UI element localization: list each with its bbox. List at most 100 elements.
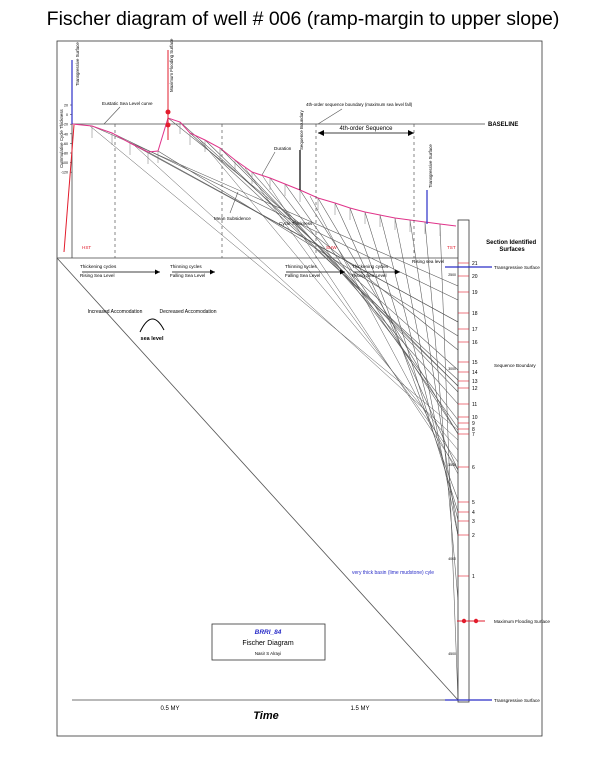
cycle-thickness-label: Cycle Thickness: [279, 221, 313, 226]
sequence-boundary-label: Sequence Boundary: [299, 109, 304, 150]
depth-label: 4500: [448, 652, 456, 656]
subsidence-line: [189, 132, 459, 381]
subsidence-line: [299, 189, 459, 435]
eustatic-curve-label: Eustatic Sea Level curve: [102, 101, 153, 106]
transgressive-red-line: [63, 124, 75, 253]
trend-arrow-head: [210, 269, 215, 275]
mfs-marker: [165, 122, 171, 128]
trend-cycles-4: Thickening cycles: [352, 264, 389, 269]
strat-column: [457, 219, 470, 703]
subsidence-line: [199, 139, 459, 451]
basin-note: very thick basin (lime mudstone) cyle: [352, 570, 434, 576]
y-tick-label: -20: [63, 123, 68, 127]
subsidence-line: [364, 211, 459, 513]
mean-subsidence-label: Mean Subsidence: [214, 216, 251, 221]
cycle-number: 1: [472, 574, 475, 580]
shw-label: SHW: [326, 245, 337, 250]
subsidence-line: [157, 150, 459, 337]
legend-increased: Increased Accomodation: [88, 309, 143, 315]
diagram-frame: [56, 40, 543, 737]
subsidence-line: [179, 121, 459, 371]
cycle-number: 6: [472, 465, 475, 471]
leader-4th: [317, 108, 343, 125]
sea-level-arc: [139, 318, 165, 333]
subsidence-line: [439, 223, 459, 701]
depth-label: 3000: [448, 367, 456, 371]
depth-label: 2500: [448, 273, 456, 277]
cycle-number: 11: [472, 402, 477, 408]
trend-sea-5: Rising sea level: [412, 259, 444, 264]
tst-label: TST: [447, 245, 456, 250]
leader-duration: [261, 151, 276, 176]
transgressive-surface-left-label: Transgressive Surface: [75, 42, 80, 86]
y-tick-label: -40: [63, 132, 68, 136]
fourth-order-sequence-label: 4th-order Sequence: [339, 126, 393, 132]
triangle-hypotenuse: [56, 257, 459, 701]
x-axis-label: Time: [253, 710, 278, 722]
baseline-label: BASELINE: [488, 122, 518, 128]
subsidence-line: [334, 202, 459, 471]
surface-marker: [473, 618, 479, 624]
cycle-number: 21: [472, 261, 478, 267]
sequence-arrow-head-right: [408, 130, 414, 136]
subsidence-line: [134, 145, 459, 441]
y-tick-label: -80: [63, 152, 68, 156]
trend-cycles-3: Thinning cycles: [285, 264, 317, 269]
y-tick-label: -120: [61, 171, 68, 175]
y-tick-label: -60: [63, 142, 68, 146]
subsidence-line: [251, 171, 459, 405]
sequence-arrow-head-left: [318, 130, 324, 136]
cycle-number: 19: [472, 290, 478, 296]
trend-cycles-2: Thinning cycles: [170, 264, 202, 269]
y-ticks: 200-20-40-60-80-100-120: [61, 104, 72, 175]
column-ticks: [458, 262, 469, 577]
cycle-number: 5: [472, 500, 475, 506]
subsidence-lines: [89, 117, 459, 701]
cycle-number: 9: [472, 421, 475, 427]
leader-eustatic: [103, 106, 121, 125]
trend-sea-4: Rising Sea Level: [352, 273, 386, 278]
subsidence-line: [424, 221, 459, 601]
cycle-number: 15: [472, 360, 478, 366]
subsidence-line: [269, 177, 459, 421]
duration-label: Duration: [274, 146, 292, 151]
title-box-author: Nasir S Alrayi: [255, 651, 281, 656]
cumulative-thickness-label: Cummulative Cycle Thickness: [59, 108, 64, 168]
trend-arrow-head: [155, 269, 160, 275]
title-box-subtitle: Fischer Diagram: [242, 640, 294, 647]
cycle-verticals: [91, 118, 441, 236]
legend-decreased: Decreased Accomodation: [160, 309, 217, 315]
trend-sea-1: Rising Sea Level: [80, 273, 114, 278]
leader-subsidence: [229, 191, 239, 214]
subsidence-line: [261, 174, 459, 471]
surface-label-ts-bottom: Transgressive Surface: [494, 698, 540, 703]
trend-arrows: [82, 269, 400, 275]
title-box: [211, 623, 326, 661]
column-header: Section Identified Surfaces: [486, 240, 538, 253]
surface-marker: [461, 618, 467, 624]
cycle-number: 13: [472, 379, 478, 385]
trend-arrow-head: [395, 269, 400, 275]
subsidence-line: [89, 125, 459, 431]
cycle-number: 14: [472, 370, 478, 376]
depth-label: 3500: [448, 463, 456, 467]
transgressive-surface-right-label: Transgressive Surface: [428, 144, 433, 188]
mfs-label: Maximum Flooding Surface: [169, 38, 174, 92]
cycle-number: 3: [472, 519, 475, 525]
y-tick-label: 20: [64, 104, 68, 108]
x-tick-05: 0.5 MY: [160, 706, 179, 712]
hst-label: HST: [82, 245, 91, 250]
subsidence-line: [309, 195, 459, 475]
cycle-number: 4: [472, 510, 475, 516]
trend-sea-3: Falling Sea Level: [285, 273, 320, 278]
subsidence-line: [204, 139, 459, 387]
fourth-order-boundary-label: 4th-order sequence boundary (maximum sea…: [306, 102, 413, 107]
title-box-well: BRRI_84: [255, 629, 282, 636]
cycle-number: 8: [472, 427, 475, 433]
cycle-number: 18: [472, 311, 478, 317]
cycle-number: 7: [472, 432, 475, 438]
trend-sea-2: Falling Sea Level: [170, 273, 205, 278]
y-tick-label: -100: [61, 161, 68, 165]
